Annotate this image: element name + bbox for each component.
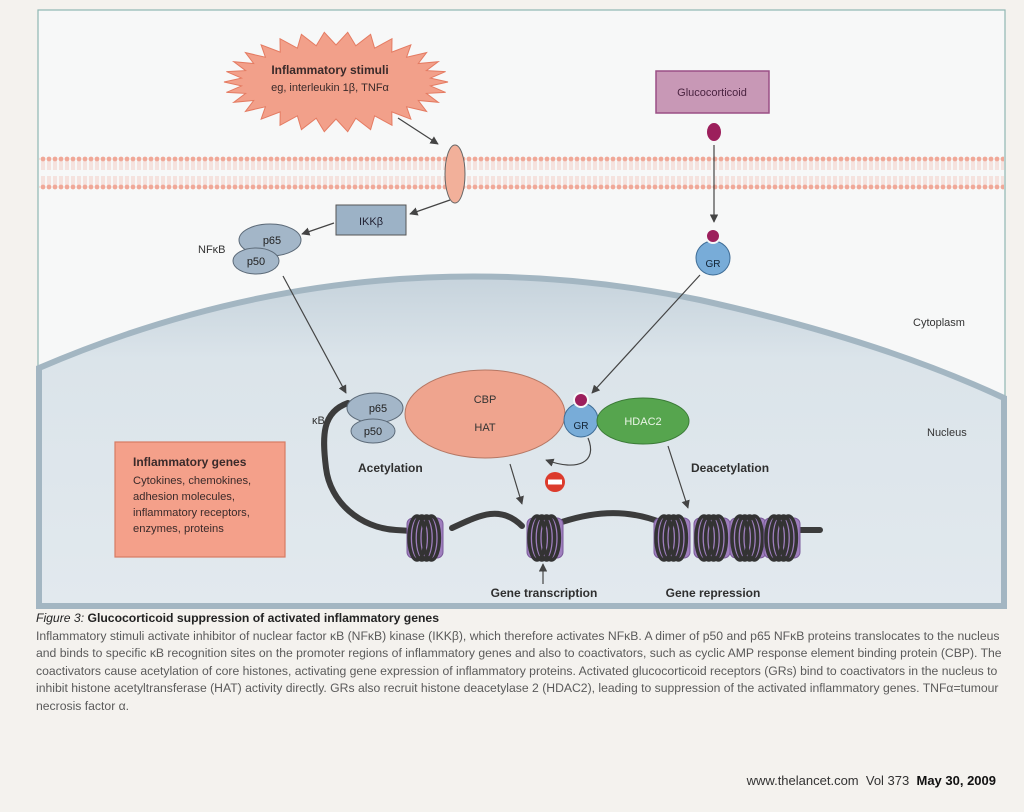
arrow-gr-to-nucleus <box>591 274 701 394</box>
stimuli-title: Inflammatory stimuli <box>271 63 388 77</box>
inflammatory-genes-box: Inflammatory genes Cytokines, chemokines… <box>114 441 286 558</box>
p50-label-nucleus: p50 <box>364 426 382 438</box>
arrow-receptor-to-ikkb <box>409 199 451 216</box>
nucleosome <box>729 514 767 562</box>
kb-site-label: κB <box>312 415 325 427</box>
nfkb-p50-nucleus <box>350 418 396 444</box>
footer-date: May 30, 2009 <box>916 773 996 788</box>
nucleosome <box>693 514 731 562</box>
hdac2 <box>596 397 690 445</box>
arrow-acetylation <box>509 463 524 505</box>
glucocorticoid-ligand <box>707 123 721 141</box>
acetylation-label: Acetylation <box>358 461 423 475</box>
hdac2-label: HDAC2 <box>624 416 661 428</box>
arrow-stimuli-to-receptor <box>397 117 439 145</box>
arrow-ikkb-to-nfkb <box>301 222 335 236</box>
genes-box-line: inflammatory receptors, <box>133 507 250 519</box>
genes-box-title: Inflammatory genes <box>133 455 247 469</box>
inhibition-icon <box>545 472 565 492</box>
nucleosome <box>653 514 691 562</box>
gr-ligand-cytoplasm <box>705 228 721 244</box>
nfkb-label: NFκB <box>198 244 226 256</box>
inflammatory-stimuli-burst: Inflammatory stimuli eg, interleukin 1β,… <box>223 31 449 133</box>
deacetylation-label: Deacetylation <box>691 461 769 475</box>
stimuli-subtitle: eg, interleukin 1β, TNFα <box>271 82 389 94</box>
inhibition-arrow <box>545 437 592 467</box>
ikkb-box <box>335 204 407 236</box>
figure-label: Figure 3: <box>36 611 85 625</box>
arrow-deacetylation <box>667 445 690 509</box>
caption-title-text: Glucocorticoid suppression of activated … <box>87 611 440 625</box>
p50-label-cytoplasm: p50 <box>247 256 265 268</box>
mechanism-diagram: Inflammatory stimuli eg, interleukin 1β,… <box>36 9 1007 609</box>
p65-label-nucleus: p65 <box>369 403 387 415</box>
caption-title: Figure 3: Glucocorticoid suppression of … <box>36 611 439 625</box>
nucleosome <box>406 514 444 562</box>
nucleus-label: Nucleus <box>927 427 967 439</box>
gene-repression-label: Gene repression <box>666 586 761 600</box>
footer-site: www.thelancet.com <box>746 773 859 788</box>
genes-box-line: enzymes, proteins <box>133 523 224 535</box>
nucleosome <box>526 514 564 562</box>
nfkb-p50-cytoplasm <box>232 247 280 275</box>
ikkb-label: IKKβ <box>359 216 383 228</box>
gr-ligand-nucleus <box>573 392 589 408</box>
cbp-label: CBP <box>474 394 497 406</box>
nucleosomes <box>406 514 801 562</box>
cbp-hat-complex <box>404 369 566 459</box>
p65-label-cytoplasm: p65 <box>263 235 281 247</box>
gr-label-nucleus: GR <box>574 421 589 432</box>
caption-body: Inflammatory stimuli activate inhibitor … <box>36 628 1002 713</box>
membrane-receptor <box>444 144 466 204</box>
glucocorticoid-label: Glucocorticoid <box>677 87 747 99</box>
dna-strand <box>321 400 823 535</box>
figure-caption: Figure 3: Glucocorticoid suppression of … <box>36 610 1008 715</box>
gene-transcription-label: Gene transcription <box>491 586 598 600</box>
glucocorticoid-box <box>655 70 770 114</box>
arrow-nfkb-to-nucleus <box>282 275 347 394</box>
genes-box-line: Cytokines, chemokines, <box>133 475 251 487</box>
hat-label: HAT <box>474 422 495 434</box>
genes-box-line: adhesion molecules, <box>133 491 235 503</box>
gr-label-cytoplasm: GR <box>706 259 721 270</box>
cytoplasm-label: Cytoplasm <box>913 317 965 329</box>
page-footer: www.thelancet.com Vol 373 May 30, 2009 <box>747 773 996 788</box>
footer-volume: Vol 373 <box>865 773 910 788</box>
nucleosome <box>763 514 801 562</box>
cell-membrane <box>39 156 1004 190</box>
